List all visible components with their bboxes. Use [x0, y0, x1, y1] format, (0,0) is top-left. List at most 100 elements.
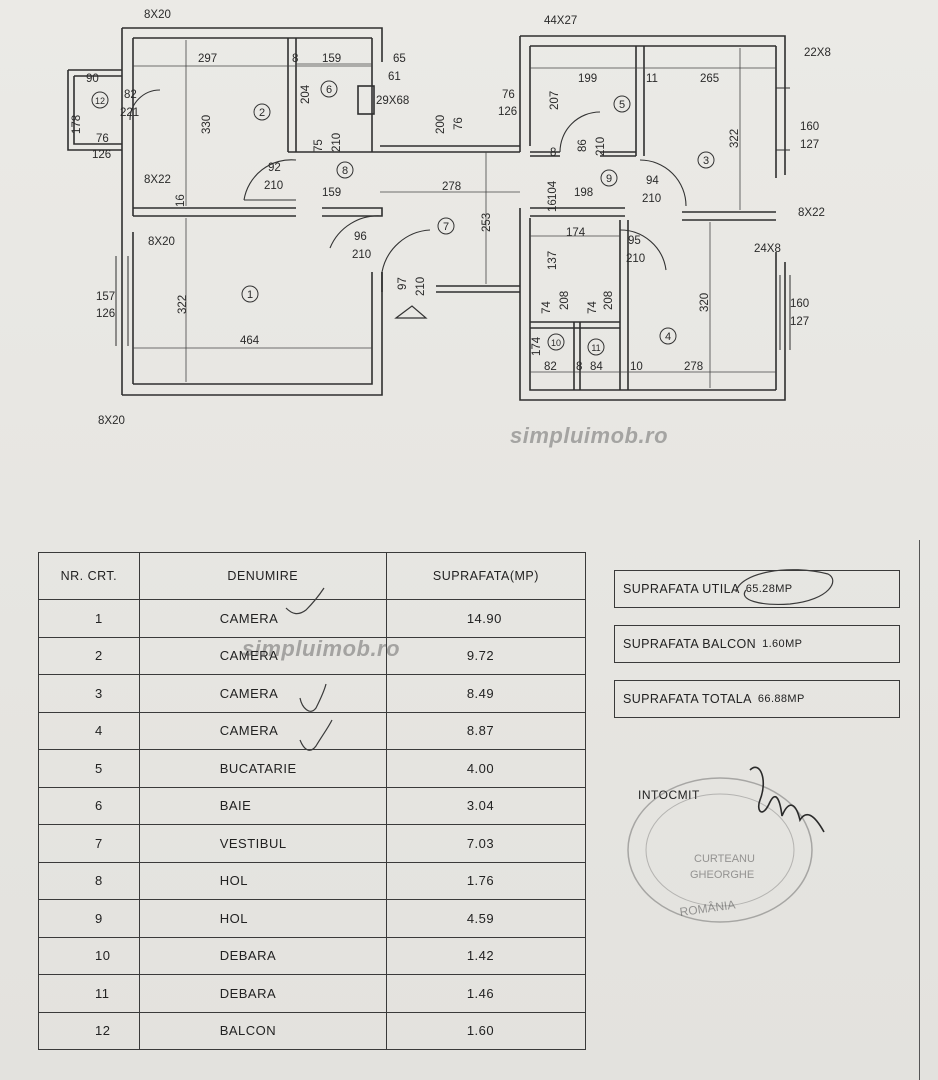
cell-name: CAMERA	[138, 711, 387, 750]
dim-label: 320	[699, 293, 711, 312]
dim-label: 210	[626, 253, 645, 265]
cell-area: 4.59	[385, 899, 587, 938]
dim-label: 86	[577, 139, 589, 152]
summary-utila-value: 65.28MP	[745, 583, 793, 595]
dim-label: 10	[630, 361, 643, 373]
dim-label: 159	[322, 53, 341, 65]
summary-utila-label: SUPRAFATA UTILA	[623, 582, 740, 596]
handwritten-signature	[749, 766, 825, 833]
dim-label: 210	[352, 249, 371, 261]
header-name: DENUMIRE	[138, 552, 387, 600]
dim-label: 8	[576, 361, 582, 373]
room-number-5: 5	[619, 99, 625, 111]
dim-label: 160	[800, 121, 819, 133]
dim-label: 322	[177, 295, 189, 314]
dim-label: 11	[646, 73, 658, 85]
cell-nr: 6	[38, 786, 140, 825]
dim-label: 210	[595, 137, 607, 156]
dim-label: 127	[790, 316, 809, 328]
cell-area: 3.04	[385, 786, 587, 825]
dim-label: 126	[92, 149, 111, 161]
dim-label: 16	[175, 194, 187, 207]
dim-label: 210	[415, 277, 427, 296]
cell-nr: 7	[38, 824, 140, 863]
summary-balcon-value: 1.60MP	[762, 638, 803, 650]
cell-name: BAIE	[138, 786, 387, 825]
room-number-1: 1	[247, 289, 253, 301]
dim-label: 8	[292, 53, 298, 65]
cell-name: BALCON	[138, 1011, 387, 1050]
cell-nr: 8	[38, 861, 140, 900]
cell-area: 1.76	[385, 861, 587, 900]
dim-label: 82	[124, 89, 137, 101]
room-number-10: 10	[551, 338, 561, 348]
cell-area: 9.72	[385, 636, 587, 675]
cell-nr: 3	[38, 674, 140, 713]
cell-nr: 1	[38, 599, 140, 638]
dim-label: 16	[547, 199, 559, 212]
dim-label: 174	[566, 227, 586, 239]
room-number-11: 11	[591, 343, 600, 353]
dim-label: 208	[603, 291, 615, 310]
cell-name: HOL	[138, 861, 387, 900]
stamp-seal: CURTEANU GHEORGHE ROMÂNIA	[627, 766, 825, 923]
dim-label: 210	[642, 193, 661, 205]
dim-label: 24X8	[754, 243, 781, 255]
dim-label: 82	[544, 361, 557, 373]
cell-area: 1.42	[385, 936, 587, 975]
cell-nr: 2	[38, 636, 140, 675]
cell-nr: 4	[38, 711, 140, 750]
dim-label: 104	[547, 180, 559, 200]
stamp-name-line2: GHEORGHE	[690, 869, 754, 881]
dim-label: 76	[453, 117, 465, 130]
header-area: SUPRAFATA(MP)	[385, 552, 587, 600]
summary-totala: SUPRAFATA TOTALA 66.88MP	[614, 680, 900, 718]
dim-label: 210	[331, 133, 343, 152]
dim-label: 90	[86, 73, 99, 85]
dim-label: 76	[96, 133, 109, 145]
dim-label: 8	[550, 147, 556, 159]
dim-label: 127	[800, 139, 819, 151]
dim-label: 137	[547, 251, 559, 270]
cell-name: CAMERA	[138, 599, 387, 638]
cell-nr: 10	[38, 936, 140, 975]
dim-label: 96	[354, 231, 367, 243]
dim-label: 330	[201, 115, 213, 134]
dim-label: 174	[531, 336, 543, 356]
dim-label: 76	[502, 89, 515, 101]
summary-utila: SUPRAFATA UTILA 65.28MP	[614, 570, 900, 608]
dim-label: 221	[120, 107, 139, 119]
dim-label: 200	[435, 115, 447, 134]
cell-area: 8.49	[385, 674, 587, 713]
dim-label: 204	[300, 84, 312, 104]
cell-nr: 11	[38, 974, 140, 1013]
cell-name: HOL	[138, 899, 387, 938]
dim-label: 97	[397, 277, 409, 290]
cell-nr: 9	[38, 899, 140, 938]
dim-label: 94	[646, 175, 659, 187]
summary-balcon-label: SUPRAFATA BALCON	[623, 637, 757, 651]
cell-area: 14.90	[385, 599, 587, 638]
dim-label: 8X20	[148, 236, 175, 248]
room-number-6: 6	[326, 84, 332, 96]
dim-label: 8X20	[98, 415, 125, 427]
dim-label: 44X27	[544, 15, 577, 27]
dim-label: 126	[498, 106, 517, 118]
table-header-row: NR. CRT. DENUMIRE SUPRAFATA(MP)	[38, 552, 587, 600]
dim-label: 265	[700, 73, 719, 85]
handwritten-checkmarks	[285, 587, 333, 751]
cell-area: 4.00	[385, 749, 587, 788]
dim-label: 253	[481, 213, 493, 232]
dim-label: 297	[198, 53, 217, 65]
dim-label: 74	[587, 301, 599, 314]
